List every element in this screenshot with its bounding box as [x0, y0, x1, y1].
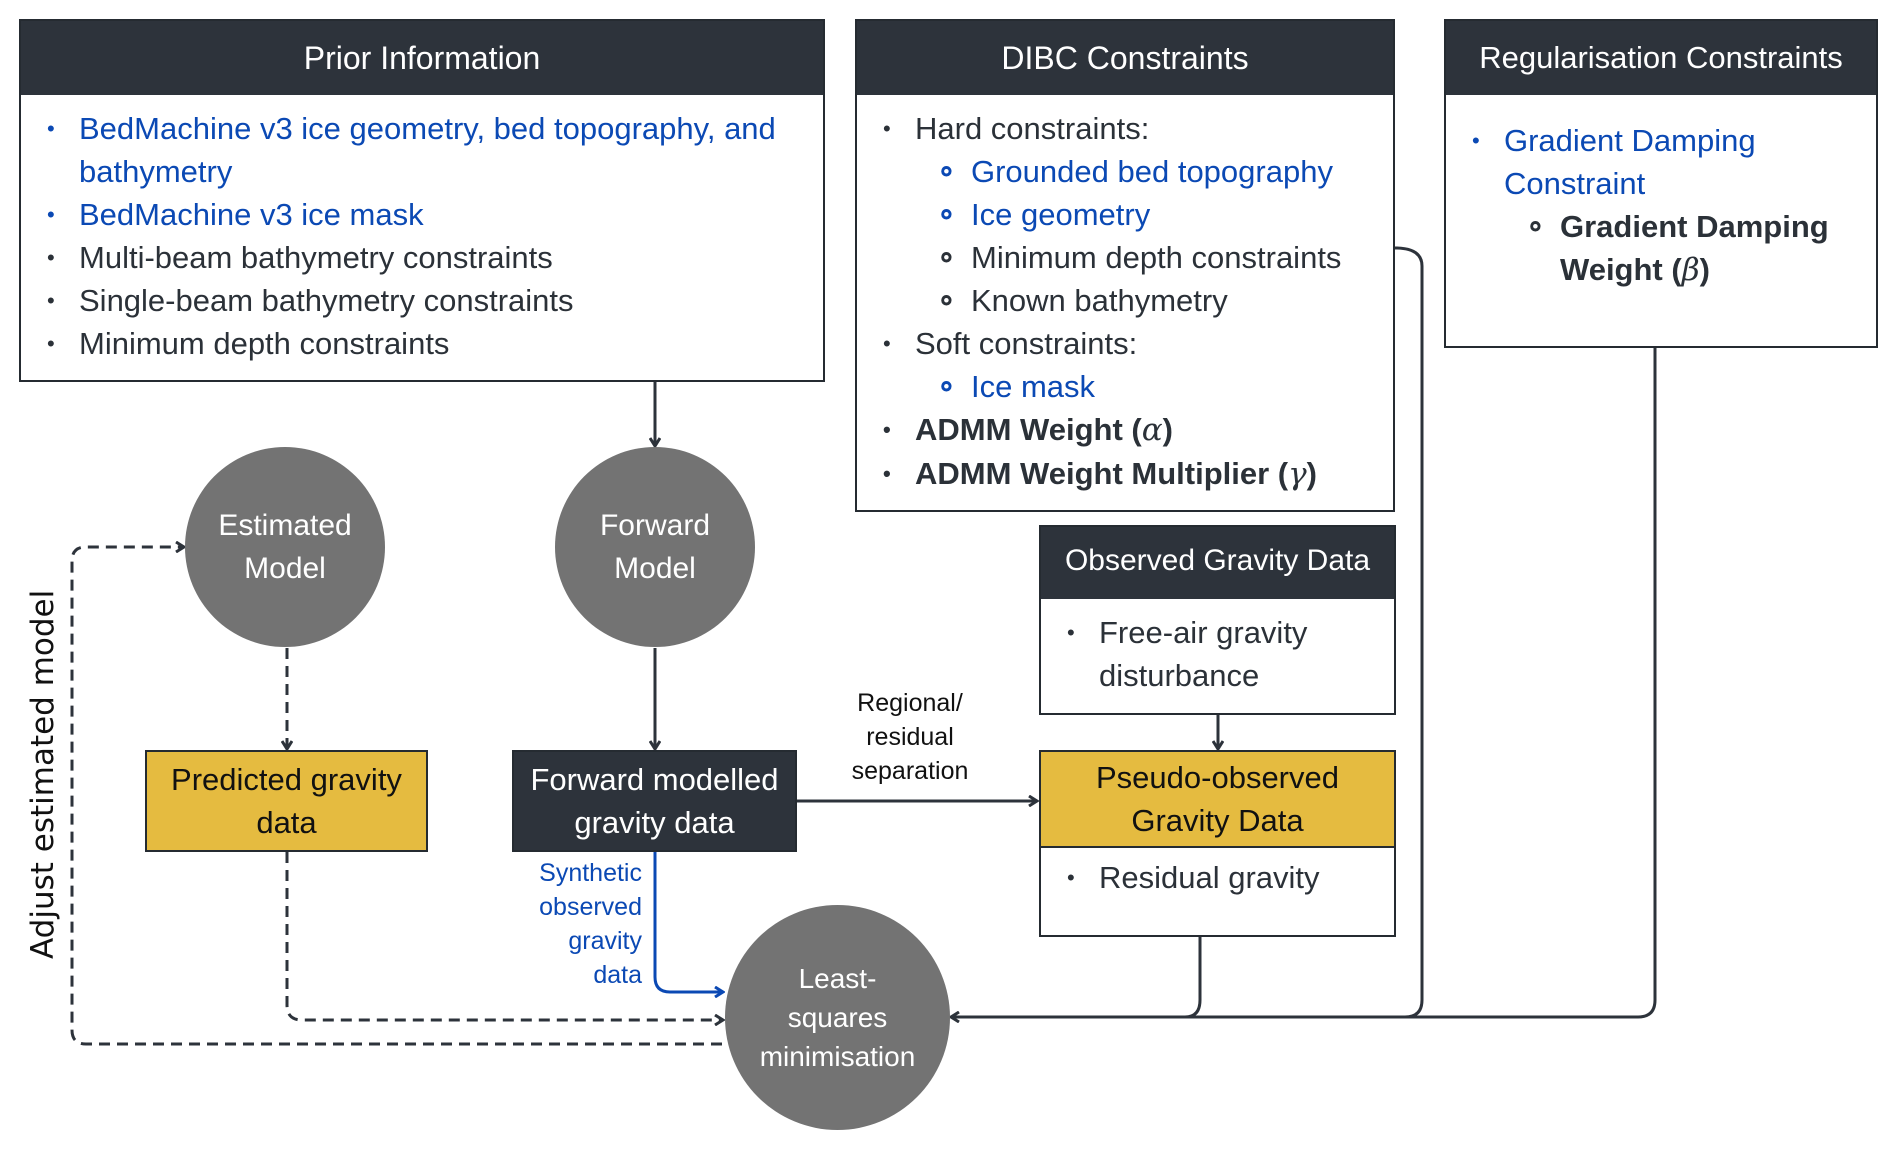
least-squares-node: Least-squares minimisation [725, 905, 950, 1130]
regularisation-constraints-title: Regularisation Constraints [1446, 21, 1876, 95]
prior-information-list: BedMachine v3 ice geometry, bed topograp… [21, 95, 823, 365]
gamma-symbol: γ [1288, 456, 1307, 492]
pseudo-observed-title: Pseudo-observed Gravity Data [1041, 752, 1394, 848]
forward-model-label: Forward Model [599, 509, 711, 585]
list-item: Minimum depth constraints [857, 236, 1393, 279]
admm-weight-item: ADMM Weight (α) [857, 408, 1393, 452]
synthetic-observed-label: Synthetic observed gravity data [539, 859, 642, 989]
estimated-model-label: Estimated Model [218, 509, 352, 585]
list-item: Gradient Damping Constraint [1446, 119, 1876, 205]
list-item: Free-air gravity disturbance [1041, 611, 1394, 697]
close-paren: ) [1162, 412, 1173, 447]
connector-regularisation-to-least-squares [952, 348, 1657, 1017]
observed-gravity-list: Free-air gravity disturbance [1041, 599, 1394, 697]
dibc-constraints-list: Hard constraints: Grounded bed topograph… [857, 95, 1393, 496]
pseudo-observed-panel: Pseudo-observed Gravity Data Residual gr… [1039, 750, 1396, 937]
list-item: Minimum depth constraints [21, 322, 823, 365]
connector-dibc-to-least-squares [1394, 246, 1424, 1019]
hard-constraints-label: Hard constraints: [857, 107, 1393, 150]
predicted-gravity-box: Predicted gravity data [145, 750, 428, 852]
arrow-synthetic-to-least-squares [653, 852, 722, 992]
connector-pseudo-to-least-squares [1184, 937, 1202, 1019]
close-paren: ) [1699, 252, 1710, 287]
adjust-estimated-model-label: Adjust estimated model [25, 589, 61, 959]
admm-weight-label: ADMM Weight ( [915, 412, 1142, 447]
beta-symbol: β [1681, 252, 1700, 288]
list-item: Ice geometry [857, 193, 1393, 236]
arrow-adjust-estimated-model [70, 547, 722, 1046]
list-item: BedMachine v3 ice geometry, bed topograp… [21, 107, 823, 193]
estimated-model-node: Estimated Model [185, 447, 385, 647]
prior-information-title: Prior Information [21, 21, 823, 95]
regularisation-constraints-panel: Regularisation Constraints Gradient Damp… [1444, 19, 1878, 348]
gradient-damping-weight-label: Gradient Damping Weight ( [1560, 209, 1829, 287]
observed-gravity-title: Observed Gravity Data [1041, 527, 1394, 599]
dibc-constraints-title: DIBC Constraints [857, 21, 1393, 95]
regional-residual-label: Regional/ residual separation [851, 689, 969, 785]
least-squares-label: Least-squares minimisation [759, 963, 916, 1072]
forward-modelled-gravity-label: Forward modelled gravity data [530, 762, 779, 840]
alpha-symbol: α [1141, 412, 1163, 448]
regularisation-list: Gradient Damping Constraint Gradient Dam… [1446, 95, 1876, 292]
list-item: Ice mask [857, 365, 1393, 408]
arrow-predicted-to-least-squares [285, 852, 722, 1020]
close-paren: ) [1306, 456, 1317, 491]
gradient-damping-weight-item: Gradient Damping Weight (β) [1446, 205, 1876, 292]
prior-information-panel: Prior Information BedMachine v3 ice geom… [19, 19, 825, 382]
list-item: Multi-beam bathymetry constraints [21, 236, 823, 279]
admm-multiplier-label: ADMM Weight Multiplier ( [915, 456, 1289, 491]
admm-multiplier-item: ADMM Weight Multiplier (γ) [857, 452, 1393, 496]
observed-gravity-panel: Observed Gravity Data Free-air gravity d… [1039, 525, 1396, 715]
pseudo-observed-list: Residual gravity [1041, 848, 1394, 899]
list-item: Known bathymetry [857, 279, 1393, 322]
predicted-gravity-label: Predicted gravity data [171, 762, 402, 840]
list-item: Single-beam bathymetry constraints [21, 279, 823, 322]
list-item: BedMachine v3 ice mask [21, 193, 823, 236]
forward-modelled-gravity-box: Forward modelled gravity data [512, 750, 797, 852]
forward-model-node: Forward Model [555, 447, 755, 647]
list-item: Residual gravity [1041, 856, 1394, 899]
dibc-constraints-panel: DIBC Constraints Hard constraints: Groun… [855, 19, 1395, 512]
list-item: Grounded bed topography [857, 150, 1393, 193]
soft-constraints-label: Soft constraints: [857, 322, 1393, 365]
